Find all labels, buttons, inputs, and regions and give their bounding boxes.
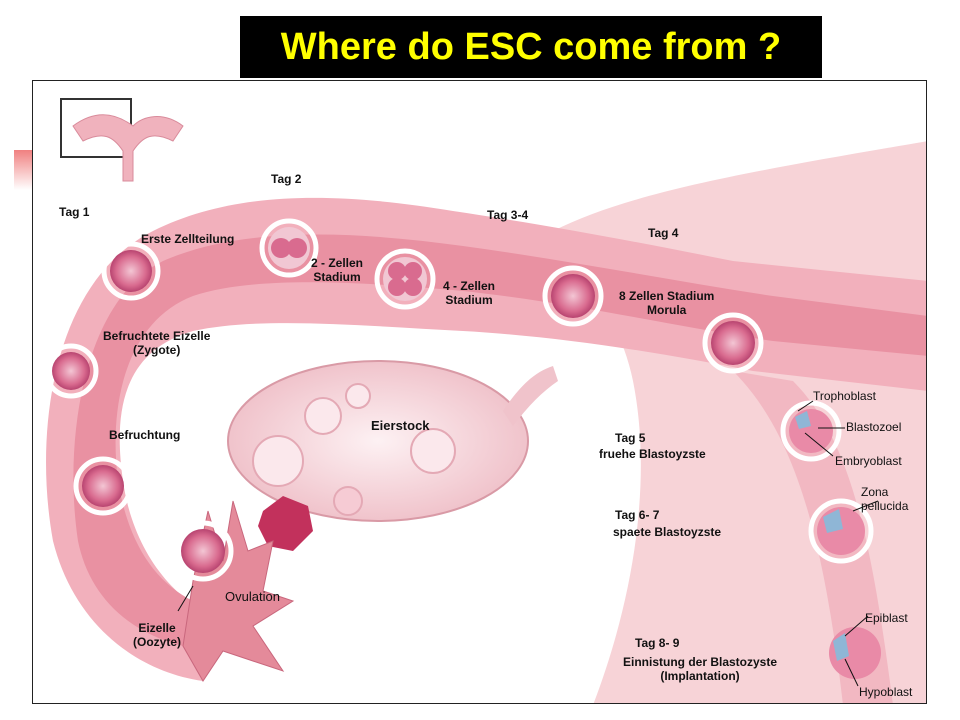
label-eizelle: Eizelle (Oozyte) (133, 621, 181, 649)
label-spaete-blastozyste: spaete Blastoyzste (613, 525, 722, 539)
label-befruchtete-line2: (Zygote) (133, 343, 181, 357)
label-acht-zellen-line1: 8 Zellen Stadium (619, 289, 715, 303)
label-tag34: Tag 3-4 (487, 208, 529, 222)
label-trophoblast: Trophoblast (813, 389, 876, 403)
zygote (43, 343, 99, 399)
early-blastocyst (780, 400, 842, 462)
four-cell-embryo (374, 248, 436, 310)
label-vier-zellen-line2: Stadium (445, 293, 493, 307)
ovarian-ligament (503, 366, 558, 426)
label-blastozoel: Blastozoel (846, 420, 902, 434)
label-fruehe-blastozyste: fruehe Blastoyzste (599, 447, 706, 461)
ruptured-follicle (258, 496, 313, 551)
label-zwei-zellen: 2 - Zellen Stadium (311, 256, 363, 284)
label-zona-line2: pellucida (861, 499, 909, 513)
label-vier-zellen: 4 - Zellen Stadium (443, 279, 495, 307)
label-ovulation: Ovulation (225, 589, 280, 604)
label-eierstock: Eierstock (371, 418, 430, 433)
first-cleavage-cell (101, 241, 161, 301)
label-zwei-zellen-line1: 2 - Zellen (311, 256, 364, 270)
label-epiblast: Epiblast (865, 611, 908, 625)
label-befruchtung: Befruchtung (109, 428, 181, 442)
label-zona-pellucida: Zona pellucida (861, 485, 908, 513)
label-zwei-zellen-line2: Stadium (313, 270, 361, 284)
label-vier-zellen-line1: 4 - Zellen (443, 279, 496, 293)
label-tag1: Tag 1 (59, 205, 90, 219)
label-acht-zellen: 8 Zellen Stadium Morula (619, 289, 714, 317)
fertilization-oocyte (73, 456, 133, 516)
label-einnistung-line1: Einnistung der Blastozyste (623, 655, 778, 669)
ovary (227, 360, 529, 522)
label-tag89: Tag 8- 9 (635, 636, 680, 650)
ovulated-oocyte (172, 520, 234, 582)
slide-title: Where do ESC come from ? (280, 25, 782, 68)
label-zona-line1: Zona (861, 485, 889, 499)
label-hypoblast: Hypoblast (859, 685, 913, 699)
morula (702, 312, 764, 374)
label-befruchtete-eizelle: Befruchtete Eizelle (Zygote) (103, 329, 210, 357)
uterus-cavity (733, 371, 893, 703)
label-erste-zellteilung: Erste Zellteilung (141, 232, 235, 246)
label-tag4: Tag 4 (648, 226, 679, 240)
eight-cell-embryo (542, 265, 604, 327)
label-tag2: Tag 2 (271, 172, 302, 186)
reproductive-tract-diagram (43, 98, 926, 703)
implanting-blastocyst (829, 627, 881, 679)
label-tag67: Tag 6- 7 (615, 508, 660, 522)
label-einnistung: Einnistung der Blastozyste (Implantation… (623, 655, 777, 683)
label-eizelle-line1: Eizelle (138, 621, 176, 635)
label-tag5: Tag 5 (615, 431, 646, 445)
label-embryoblast: Embryoblast (835, 454, 902, 468)
diagram-figure: Tag 1 Tag 2 Tag 3-4 Tag 4 Erste Zellteil… (32, 80, 927, 704)
title-bar: Where do ESC come from ? (240, 16, 822, 78)
overview-uterus-icon (72, 114, 184, 182)
decorative-stripe (14, 150, 32, 190)
label-acht-zellen-line2: Morula (647, 303, 687, 317)
label-einnistung-line2: (Implantation) (660, 669, 740, 683)
late-blastocyst (808, 498, 874, 564)
label-befruchtete-line1: Befruchtete Eizelle (103, 329, 211, 343)
label-eizelle-line2: (Oozyte) (133, 635, 181, 649)
two-cell-embryo (259, 218, 319, 278)
